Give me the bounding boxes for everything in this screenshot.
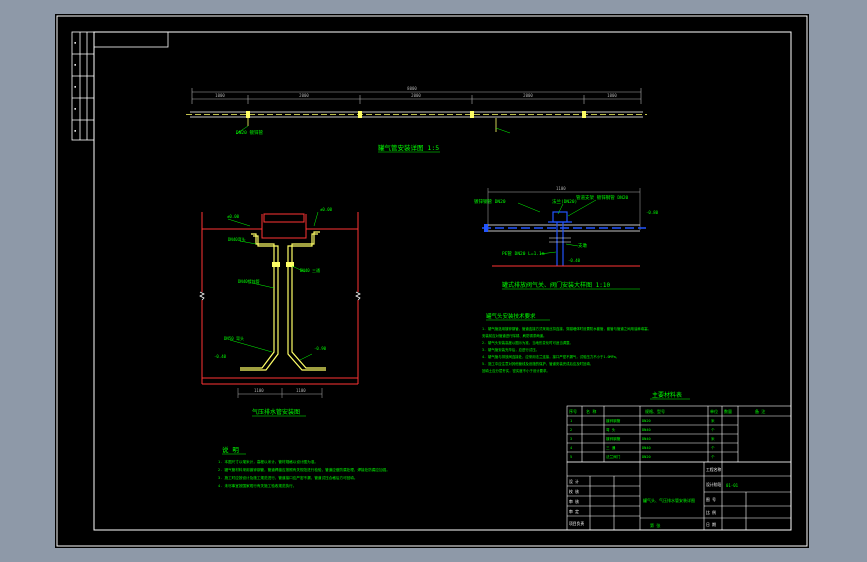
section-bottom-dim-2: 1100 xyxy=(296,388,306,393)
table-row-4-spec: DN20 xyxy=(642,455,651,459)
table-header-2: 规格、型号 xyxy=(645,408,665,414)
tech-note-line-0: 1. 罐气管选用镀锌钢管，管道连接方式采用丝扣连接，穿越墙体时设置防水套管，套管… xyxy=(482,326,651,331)
table-header-5: 备 注 xyxy=(755,408,765,414)
top-detail: 8000 1000 2000 2000 2000 1000 DN20 镀锌管 罐… xyxy=(186,86,647,153)
table-row-1-name: 弯 头 xyxy=(606,427,616,432)
tb-field-4: 项目负责 xyxy=(569,521,584,526)
svg-text:▪: ▪ xyxy=(74,40,76,45)
top-pipe-label: DN20 镀锌管 xyxy=(236,129,264,136)
tb-field-0: 设 计 xyxy=(569,479,579,484)
table-row-4-unit: 个 xyxy=(711,454,715,459)
inner-frame xyxy=(93,31,792,531)
table-row-1-spec: DN40 xyxy=(642,428,651,432)
right-label-0: 镀锌钢管 DN20 xyxy=(474,198,506,205)
tb-right-field-0: 工程名称 xyxy=(706,467,721,472)
section-label-right-0: ±0.00 xyxy=(320,207,333,212)
tech-note-line-1: 安装前应对管道进行除锈、刷防锈漆两道。 xyxy=(482,333,546,338)
right-label-5: -0.40 xyxy=(568,258,581,263)
tech-note-line-5: 5. 施工中应注意对其他管线及设施的保护，管道安装完成后应及时回填， xyxy=(482,361,593,366)
table-row-0-name: 镀锌钢管 xyxy=(606,418,621,423)
section-label-right-1: DN40 三通 xyxy=(300,267,320,273)
right-label-3: 支墩 xyxy=(578,242,587,249)
svg-text:▪: ▪ xyxy=(74,128,76,133)
section-detail-title: 气压排水管安装图 xyxy=(252,408,300,416)
tb-sheet: 第 张 xyxy=(650,522,660,528)
table-row-1-no: 2 xyxy=(570,428,572,432)
tb-drawing-title: 罐气头、气压排水管安装详图 xyxy=(643,497,695,503)
table-row-1-unit: 个 xyxy=(711,427,715,432)
table-row-3-name: 三 通 xyxy=(606,445,616,450)
table-row-3-spec: DN40 xyxy=(642,446,651,450)
section-label-left-2: DN40镀锌管 xyxy=(238,278,260,284)
table-header-3: 单位 xyxy=(710,408,718,414)
tb-field-2: 审 核 xyxy=(569,499,579,504)
right-label-1: 法兰(DN20) xyxy=(552,198,577,205)
right-label-4: PE管 DN20 L=1.1m xyxy=(502,250,545,257)
top-dim-5: 1000 xyxy=(607,93,617,98)
tech-note-line-4: 4. 罐气管与排放阀连接处，应采用法兰连接，接口严密不漏气，试验压力不小于1.0… xyxy=(482,354,619,359)
tb-right-field-2: 图 号 xyxy=(706,497,716,502)
note-line-0: 1. 本图尺寸以毫米计，高程以米计。管材规格以设计图为准。 xyxy=(218,459,318,464)
section-label-left-0: ±0.00 xyxy=(227,214,240,219)
note-line-2: 3. 施工时应按设计及施工规范进行，管道接口应严密不漏，管道试压合格后方可回填。 xyxy=(218,475,357,480)
right-detail-title: 罐式排放阀气关、阀门安装大样图 1:10 xyxy=(502,281,610,289)
tech-note-line-3: 3. 罐气管安装完毕后，应进行试压。 xyxy=(482,347,539,352)
table-row-2-name: 镀锌钢管 xyxy=(606,436,621,441)
top-dim-4: 2000 xyxy=(523,93,533,98)
right-level: -0.80 xyxy=(646,210,659,215)
table-row-4-no: 5 xyxy=(570,455,572,459)
section-detail: ±0.00 DN40弯头 DN40镀锌管 DN50 弯头 -0.40 ±0.00… xyxy=(199,207,361,417)
table-header-0: 序号 xyxy=(569,408,577,414)
table-header-4: 数量 xyxy=(724,408,732,414)
material-table-title: 主要材料表 xyxy=(652,391,682,399)
svg-text:▪: ▪ xyxy=(74,62,76,67)
right-top-dim: 1100 xyxy=(556,186,566,191)
notes-title: 说 明 xyxy=(222,445,239,454)
table-row-0-no: 1 xyxy=(570,419,572,423)
tech-notes: 罐气头安装技术要求 1. 罐气管选用镀锌钢管，管道连接方式采用丝扣连接，穿越墙体… xyxy=(482,312,651,373)
table-row-3-unit: 个 xyxy=(711,445,715,450)
tb-field-1: 校 核 xyxy=(569,489,579,494)
svg-text:▪: ▪ xyxy=(74,106,76,111)
note-line-3: 4. 未尽事宜按国家现行有关施工验收规范执行。 xyxy=(218,483,296,488)
tech-note-line-2: 2. 罐气头安装高度以图示为准，当地形变化时可适当调整。 xyxy=(482,340,573,345)
tb-drawing-no: 01-01 xyxy=(726,483,739,488)
svg-text:▪: ▪ xyxy=(74,84,76,89)
top-detail-title: 罐气管安装详图 1:5 xyxy=(378,143,439,152)
table-row-3-no: 4 xyxy=(570,446,572,450)
tech-note-line-6: 回填土应分层夯实，密实度不小于设计要求。 xyxy=(482,368,550,373)
table-row-0-unit: 米 xyxy=(711,418,715,423)
section-label-left-4: -0.40 xyxy=(214,354,227,359)
tb-right-field-3: 比 例 xyxy=(706,510,716,515)
tech-notes-title: 罐气头安装技术要求 xyxy=(486,312,536,320)
outer-frame xyxy=(56,15,808,547)
table-row-4-name: 法兰阀门 xyxy=(606,454,621,459)
binding-strip xyxy=(71,31,169,141)
material-table: 主要材料表 序号 名 称 规格、型号 单位 数量 备 注 1 镀锌钢管 xyxy=(566,391,792,463)
tb-right-field-4: 日 期 xyxy=(706,522,716,527)
tb-field-3: 审 定 xyxy=(569,509,579,514)
table-row-2-no: 3 xyxy=(570,437,572,441)
note-line-1: 2. 罐气管材料采用镀锌钢管，管道焊缝应按照有关规范进行检验，管道应做防腐处理，… xyxy=(218,467,390,472)
tb-right-field-1: 设计阶段 xyxy=(706,482,721,487)
right-detail: 1100 镀锌钢管 DN20 法兰(DN20) 管道支架 镀锌钢管 DN20 支… xyxy=(474,186,659,290)
top-dim-1: 1000 xyxy=(215,93,225,98)
general-notes: 说 明 1. 本图尺寸以毫米计，高程以米计。管材规格以设计图为准。 2. 罐气管… xyxy=(218,445,390,488)
top-total-dim: 8000 xyxy=(407,86,417,91)
binding-strip-text: ▪ ▪ ▪ ▪ ▪ xyxy=(74,40,76,133)
section-label-left-1: DN40弯头 xyxy=(228,236,246,242)
section-bottom-dim-1: 1100 xyxy=(254,388,264,393)
right-label-2: 管道支架 镀锌钢管 DN20 xyxy=(576,194,629,201)
section-label-right-2: -0.90 xyxy=(314,346,327,351)
table-row-0-spec: DN20 xyxy=(642,419,651,423)
table-row-2-spec: DN40 xyxy=(642,437,651,441)
top-dim-2: 2000 xyxy=(299,93,309,98)
section-label-left-3: DN50 弯头 xyxy=(224,335,244,341)
title-block: 设 计 校 核 审 核 审 定 项目负责 工程名称 设计阶段 图 号 比 例 日… xyxy=(566,461,792,531)
top-dim-3: 2000 xyxy=(411,93,421,98)
table-header-1: 名 称 xyxy=(586,408,596,414)
table-row-2-unit: 米 xyxy=(711,436,715,441)
drawing-sheet xyxy=(55,14,809,548)
